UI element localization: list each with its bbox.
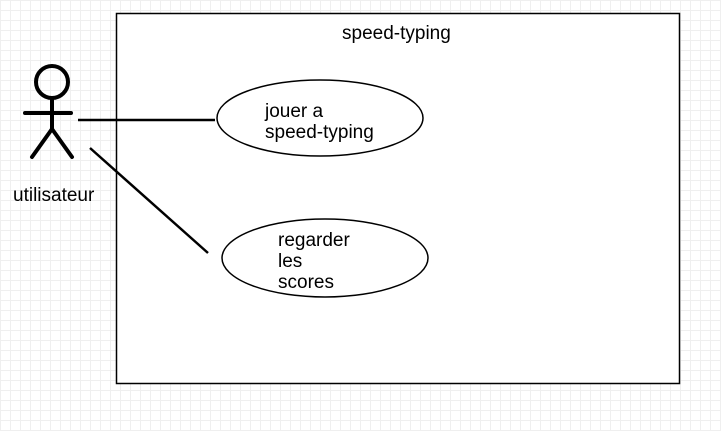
actor-label: utilisateur	[13, 185, 95, 206]
use-case-scores-ellipse[interactable]	[221, 218, 429, 298]
use-case-scores-label[interactable]: regarder les scores	[278, 230, 350, 293]
actor-right-leg	[50, 127, 74, 159]
use-case-scores-line-2: les	[278, 251, 303, 272]
association-line-2	[89, 147, 209, 254]
actor-head	[34, 64, 70, 100]
use-case-play-line-1: jouer a	[265, 101, 324, 122]
actor-left-leg	[30, 127, 54, 159]
system-title: speed-typing	[342, 23, 451, 44]
use-case-play-label[interactable]: jouer a speed-typing	[265, 101, 374, 143]
stick-figure-icon	[23, 64, 74, 159]
use-case-scores-line-3: scores	[278, 272, 334, 293]
use-case-play-ellipse[interactable]	[216, 79, 424, 157]
use-case-play-line-2: speed-typing	[265, 122, 374, 143]
use-case-scores-line-1: regarder	[278, 230, 350, 251]
system-boundary	[115, 12, 681, 385]
